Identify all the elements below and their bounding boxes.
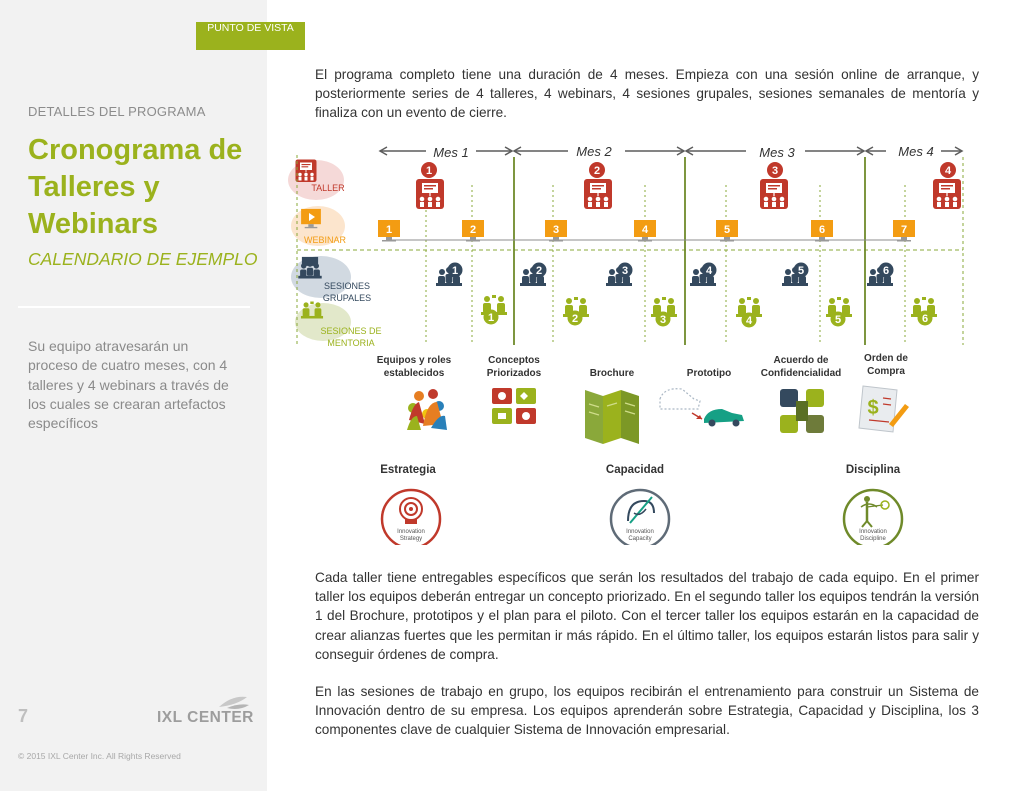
month-3-label: Mes 3 — [759, 145, 795, 160]
taller-marker — [760, 179, 788, 209]
sidebar: DETALLES DEL PROGRAMA Cronograma de Tall… — [0, 0, 267, 791]
section-label: DETALLES DEL PROGRAMA — [28, 104, 206, 119]
concepts-icon — [492, 388, 536, 424]
taller-number: 3 — [772, 165, 778, 177]
mentoria-number: 5 — [835, 314, 841, 326]
artifact-2-label-2: Priorizados — [487, 368, 542, 379]
taller-marker — [416, 179, 444, 209]
taller-number: 2 — [594, 165, 600, 177]
webinar-number: 4 — [642, 224, 649, 236]
month-4-label: Mes 4 — [898, 144, 933, 159]
mentoria-number: 2 — [572, 313, 578, 325]
webinar-number: 6 — [819, 224, 825, 236]
grid-lines — [297, 155, 963, 345]
grupal-number: 4 — [706, 265, 713, 277]
innovation-discipline-badge: Innovation Discipline — [844, 490, 902, 545]
artifact-2-label-1: Conceptos — [488, 355, 540, 366]
prototype-icon — [660, 389, 744, 427]
svg-text:$: $ — [867, 397, 878, 419]
body-paragraph-1: Cada taller tiene entregables específico… — [315, 568, 979, 664]
pillar-estrategia-label: Estrategia — [380, 464, 436, 476]
artifact-6-label-2: Compra — [867, 366, 905, 377]
logo-text: IXL CENTER — [157, 709, 254, 727]
pillar-capacidad-label: Capacidad — [606, 464, 664, 476]
webinar-number: 3 — [553, 224, 559, 236]
legend-grupales-label-1: SESIONES — [324, 281, 370, 291]
artifact-1-label-2: establecidos — [384, 368, 445, 379]
page-title: Cronograma de Talleres y Webinars — [28, 132, 258, 243]
legend-grupales-label-2: GRUPALES — [323, 293, 371, 303]
sidebar-description: Su equipo atravesarán un proceso de cuat… — [28, 337, 236, 433]
artifact-5-label-1: Acuerdo de — [773, 355, 828, 366]
confidentiality-icon — [780, 389, 824, 433]
grupal-number: 1 — [452, 265, 458, 277]
svg-text:Strategy: Strategy — [400, 536, 422, 542]
body-paragraph-2: En las sesiones de trabajo en grupo, los… — [315, 682, 979, 740]
grupal-number: 2 — [536, 265, 542, 277]
webinar-number: 7 — [901, 224, 907, 236]
punto-de-vista-badge: PUNTO DE VISTA — [196, 22, 305, 50]
artifact-1-label-1: Equipos y roles — [377, 355, 452, 366]
mentoria-number: 3 — [660, 314, 666, 326]
brochure-icon — [585, 390, 639, 444]
page-subtitle: CALENDARIO DE EJEMPLO — [28, 247, 258, 272]
artifact-6-label-1: Orden de — [864, 353, 908, 364]
pillar-disciplina-label: Disciplina — [846, 464, 901, 476]
mentoria-number: 4 — [746, 315, 753, 327]
purchase-order-icon: $ — [859, 386, 909, 432]
ixl-logo: IXL CENTER — [157, 695, 252, 727]
page-number: 7 — [18, 706, 28, 727]
svg-text:Innovation: Innovation — [626, 529, 654, 535]
mentoria-number: 6 — [922, 313, 928, 325]
copyright: © 2015 IXL Center Inc. All Rights Reserv… — [18, 751, 181, 761]
team-roles-icon — [407, 389, 447, 430]
artifact-4-label: Prototipo — [687, 368, 731, 379]
legend-mentoria-label-1: SESIONES DE — [320, 326, 381, 336]
svg-text:Innovation: Innovation — [859, 529, 887, 535]
legend-taller-icon — [296, 160, 317, 183]
svg-text:Discipline: Discipline — [860, 536, 886, 542]
taller-marker — [933, 179, 961, 209]
legend-mentoria-label-2: MENTORIA — [327, 338, 374, 348]
artifact-5-label-2: Confidencialidad — [761, 368, 842, 379]
taller-number: 4 — [945, 165, 952, 177]
innovation-capacity-badge: Innovation Capacity — [611, 490, 669, 545]
grupal-number: 3 — [622, 265, 628, 277]
intro-paragraph: El programa completo tiene una duración … — [315, 65, 979, 123]
body-text: Cada taller tiene entregables específico… — [315, 568, 979, 758]
webinar-number: 1 — [386, 224, 392, 236]
innovation-strategy-badge: Innovation Strategy — [382, 490, 440, 545]
svg-text:Capacity: Capacity — [628, 536, 651, 542]
taller-marker — [584, 179, 612, 209]
webinar-number: 5 — [724, 224, 730, 236]
mentoria-number: 1 — [488, 312, 494, 324]
divider — [18, 306, 250, 308]
grupal-number: 5 — [798, 265, 804, 277]
month-2-label: Mes 2 — [576, 144, 612, 159]
grupal-number: 6 — [883, 265, 889, 277]
taller-number: 1 — [426, 165, 432, 177]
schedule-diagram: TALLER WEBINAR SESIONES GRUPALES SESIONE… — [283, 135, 983, 545]
legend-taller-label: TALLER — [311, 183, 345, 193]
legend-webinar-label: WEBINAR — [304, 235, 347, 245]
artifact-3-label: Brochure — [590, 368, 635, 379]
webinar-number: 2 — [470, 224, 476, 236]
svg-text:Innovation: Innovation — [397, 529, 425, 535]
month-1-label: Mes 1 — [433, 145, 468, 160]
